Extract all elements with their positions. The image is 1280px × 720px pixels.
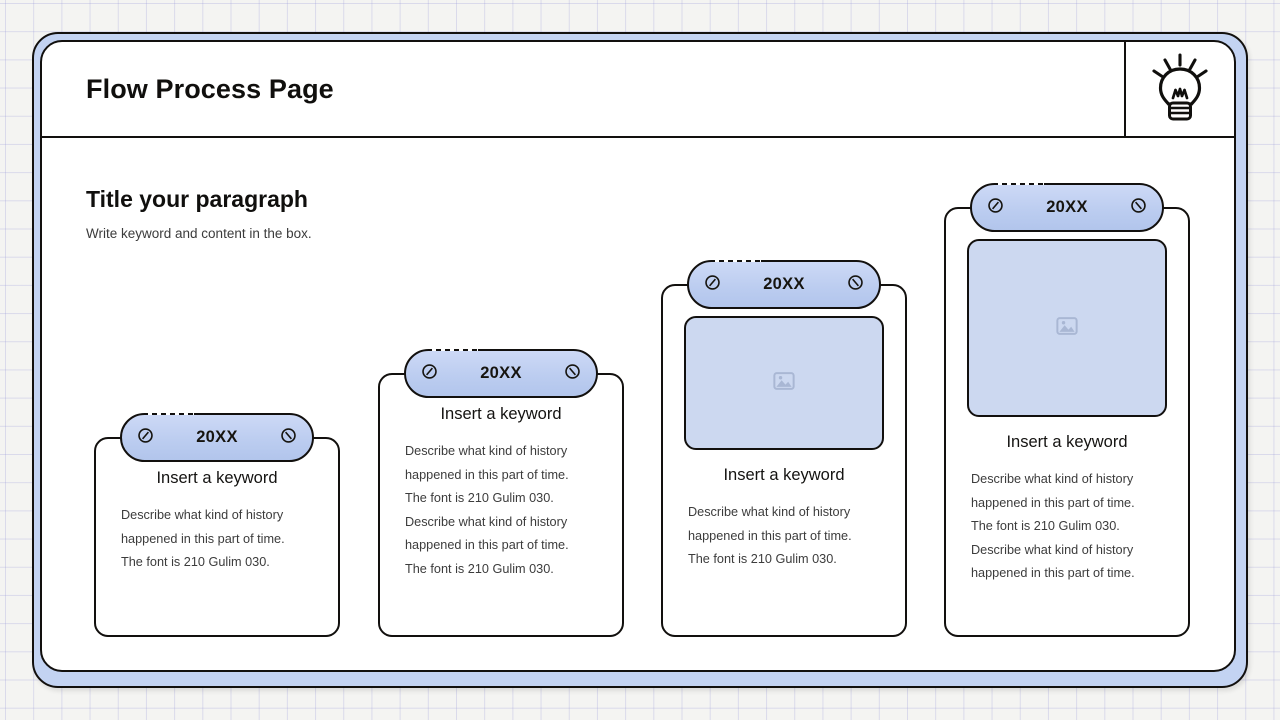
card-body: Insert a keyword Describe what kind of h… [946, 239, 1188, 586]
flow-card[interactable]: 20XX [944, 182, 1190, 637]
badge-dash-accent [148, 412, 194, 415]
description-line: The font is 210 Gulim 030. [688, 552, 837, 566]
prohibited-icon[interactable] [704, 274, 721, 296]
intro-subtitle: Write keyword and content in the box. [86, 226, 312, 241]
card-description: Describe what kind of history happened in… [114, 504, 320, 575]
description-line: happened in this part of time. [971, 495, 1135, 510]
image-placeholder[interactable] [684, 316, 884, 450]
prohibited-icon[interactable] [137, 427, 154, 449]
card-body: Insert a keyword Describe what kind of h… [663, 316, 905, 572]
card-description: Describe what kind of history happened in… [398, 440, 604, 581]
header-title-cell: Flow Process Page [42, 42, 1126, 136]
prohibited-icon[interactable] [564, 363, 581, 385]
year-label: 20XX [196, 428, 238, 446]
description-line: Describe what kind of history [971, 542, 1134, 557]
description-line: The font is 210 Gulim 030. [971, 519, 1120, 533]
year-badge[interactable]: 20XX [404, 348, 598, 398]
prohibited-icon[interactable] [987, 197, 1004, 219]
description-line: The font is 210 Gulim 030. [405, 491, 554, 505]
year-badge[interactable]: 20XX [687, 259, 881, 309]
prohibited-icon[interactable] [1130, 197, 1147, 219]
page-title: Flow Process Page [86, 73, 334, 104]
card-keyword: Insert a keyword [1006, 433, 1128, 451]
flow-card[interactable]: 20XX Insert a keyword Describe what kind… [94, 412, 340, 637]
description-line: Describe what kind of history [688, 505, 851, 519]
prohibited-icon[interactable] [847, 274, 864, 296]
slide-outer-frame: Flow Process Page [32, 32, 1248, 688]
description-line: Describe what kind of history [405, 444, 568, 458]
description-line: Describe what kind of history [405, 514, 568, 529]
year-label: 20XX [763, 275, 805, 293]
flow-card[interactable]: 20XX Insert a keyword Describe what kind… [378, 348, 624, 637]
description-line: happened in this part of time. [405, 538, 569, 552]
card-keyword: Insert a keyword [723, 466, 845, 484]
intro-block: Title your paragraph Write keyword and c… [86, 186, 312, 241]
image-placeholder-icon [773, 371, 795, 396]
description-line: happened in this part of time. [688, 528, 852, 543]
flow-card[interactable]: 20XX [661, 259, 907, 637]
image-placeholder-icon [1056, 316, 1078, 341]
description-line: The font is 210 Gulim 030. [405, 561, 554, 576]
description-line: The font is 210 Gulim 030. [121, 555, 270, 569]
description-line: Describe what kind of history [971, 472, 1134, 486]
badge-dash-accent [998, 182, 1044, 185]
lightbulb-icon [1148, 51, 1212, 128]
card-description: Describe what kind of history happened in… [964, 468, 1170, 586]
header-icon-cell [1126, 42, 1234, 136]
year-label: 20XX [480, 364, 522, 382]
description-line: happened in this part of time. [971, 566, 1135, 580]
card-body: Insert a keyword Describe what kind of h… [96, 469, 338, 575]
intro-title: Title your paragraph [86, 186, 308, 212]
year-badge[interactable]: 20XX [120, 412, 314, 462]
slide-inner-frame: Flow Process Page [40, 40, 1236, 672]
badge-dash-accent [715, 259, 761, 262]
prohibited-icon[interactable] [280, 427, 297, 449]
description-line: happened in this part of time. [121, 531, 285, 546]
card-description: Describe what kind of history happened in… [681, 501, 887, 572]
badge-dash-accent [432, 348, 478, 351]
header-bar: Flow Process Page [42, 42, 1234, 138]
description-line: Describe what kind of history [121, 508, 284, 522]
image-placeholder[interactable] [967, 239, 1167, 417]
card-body: Insert a keyword Describe what kind of h… [380, 405, 622, 581]
card-keyword: Insert a keyword [440, 405, 562, 423]
description-line: happened in this part of time. [405, 467, 569, 482]
year-badge[interactable]: 20XX [970, 182, 1164, 232]
prohibited-icon[interactable] [421, 363, 438, 385]
card-stage: 20XX Insert a keyword Describe what kind… [42, 42, 1234, 670]
year-label: 20XX [1046, 198, 1088, 216]
card-keyword: Insert a keyword [156, 469, 278, 487]
